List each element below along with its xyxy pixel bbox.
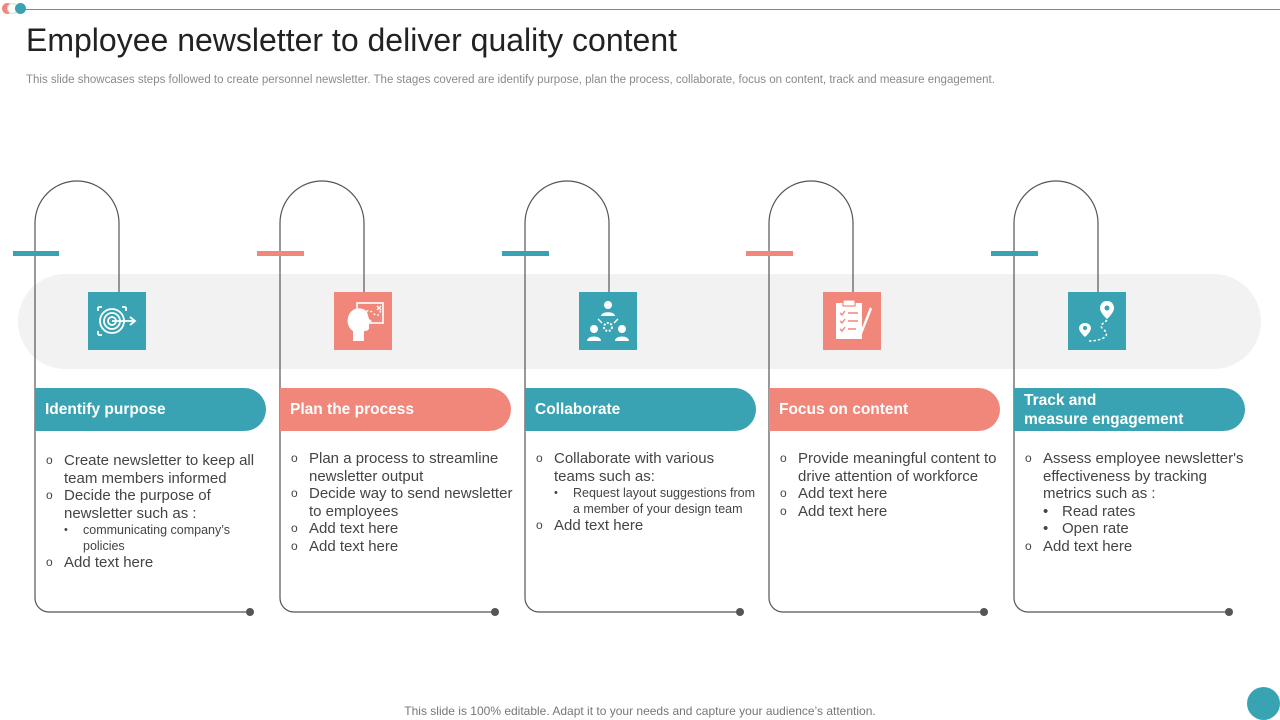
teal-dot [15, 3, 26, 14]
end-dot-4 [980, 608, 988, 616]
head-strategy-icon [334, 292, 392, 350]
sub-list-item: Open rate [1025, 520, 1250, 538]
step-2-title-text: Plan the process [290, 401, 415, 418]
sub-list-item: Request layout suggestions from a member… [536, 485, 758, 517]
step-3-title: Collaborate [525, 388, 756, 431]
step-1-body: Create newsletter to keep all team membe… [46, 452, 268, 572]
connector-step-3 [524, 180, 740, 613]
accent-dash-2 [257, 251, 304, 256]
list-item: Decide way to send newsletter to employe… [291, 485, 513, 520]
list-item: Add text here [291, 520, 513, 538]
team-collaboration-icon [579, 292, 637, 350]
end-dot-3 [736, 608, 744, 616]
list-item: Create newsletter to keep all team membe… [46, 452, 268, 487]
list-item: Add text here [780, 485, 1002, 503]
step-5-title-line2: measure engagement [1024, 410, 1184, 428]
accent-dash-5 [991, 251, 1038, 256]
corner-circle [1247, 687, 1280, 720]
step-3-body: Collaborate with various teams such as: … [536, 450, 758, 535]
end-dot-1 [246, 608, 254, 616]
step-5-body: Assess employee newsletter's effectivene… [1025, 450, 1250, 556]
step-1-title: Identify purpose [35, 388, 266, 431]
connector-step-1 [34, 180, 250, 613]
accent-dash-4 [746, 251, 793, 256]
list-item: Provide meaningful content to drive atte… [780, 450, 1002, 485]
sub-list-item: communicating company’s policies [46, 522, 268, 554]
step-2-body: Plan a process to streamline newsletter … [291, 450, 513, 556]
icon-band [18, 274, 1261, 369]
list-item: Add text here [780, 503, 1002, 521]
connector-step-4 [768, 180, 984, 613]
step-4-body: Provide meaningful content to drive atte… [780, 450, 1002, 520]
list-item: Assess employee newsletter's effectivene… [1025, 450, 1250, 503]
list-item: Add text here [46, 554, 268, 572]
step-2-title: Plan the process [280, 388, 511, 431]
clipboard-checklist-icon [823, 292, 881, 350]
page-title: Employee newsletter to deliver quality c… [26, 22, 678, 58]
step-3-title-text: Collaborate [535, 401, 621, 418]
end-dot-5 [1225, 608, 1233, 616]
route-pin-icon [1068, 292, 1126, 350]
list-item: Add text here [291, 538, 513, 556]
accent-dash-3 [502, 251, 549, 256]
list-item: Add text here [536, 517, 758, 535]
footer-note: This slide is 100% editable. Adapt it to… [404, 704, 876, 718]
target-icon [88, 292, 146, 350]
list-item: Decide the purpose of newsletter such as… [46, 487, 268, 522]
step-4-title: Focus on content [769, 388, 1000, 431]
end-dot-2 [491, 608, 499, 616]
step-4-title-text: Focus on content [779, 401, 909, 418]
sub-list-item: Read rates [1025, 503, 1250, 521]
page-subtitle: This slide showcases steps followed to c… [26, 74, 995, 86]
list-item: Add text here [1025, 538, 1250, 556]
list-item: Collaborate with various teams such as: [536, 450, 758, 485]
step-1-title-text: Identify purpose [45, 401, 166, 418]
header-rule [20, 9, 1280, 10]
step-5-title-line1: Track and [1024, 391, 1097, 409]
connector-step-5 [1013, 180, 1229, 613]
list-item: Plan a process to streamline newsletter … [291, 450, 513, 485]
step-5-title: Track and measure engagement [1014, 388, 1245, 431]
connector-step-2 [279, 180, 495, 613]
header-dots [2, 3, 30, 15]
accent-dash-1 [13, 251, 59, 256]
